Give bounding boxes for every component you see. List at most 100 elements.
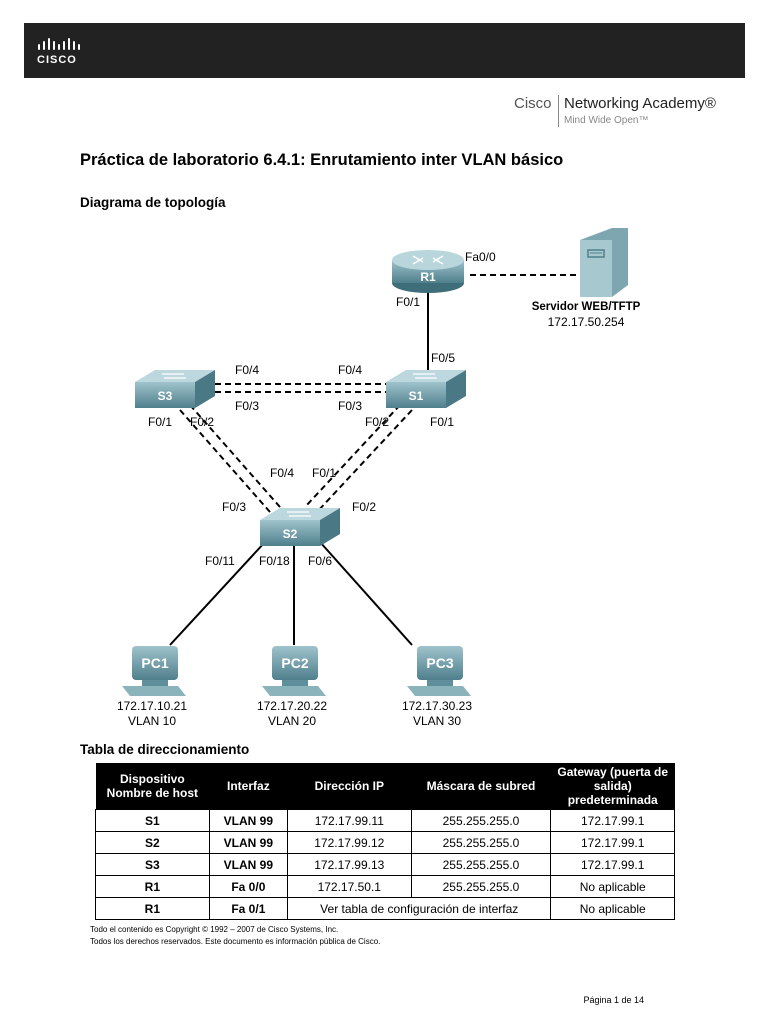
cisco-logo: CISCO	[37, 37, 97, 67]
table-row: S3 VLAN 99 172.17.99.13 255.255.255.0 17…	[95, 853, 675, 876]
column-header: Interfaz	[209, 763, 288, 810]
cisco-bridge-icon	[38, 38, 80, 50]
column-header: Dirección IP	[287, 763, 412, 810]
port-label: F0/6	[308, 554, 332, 568]
server-web-tftp: Servidor WEB/TFTP 172.17.50.254	[532, 228, 641, 329]
server-drive-icon	[587, 249, 605, 258]
pc-vlan: VLAN 20	[268, 714, 316, 728]
table-cell: VLAN 99	[208, 809, 289, 832]
addressing-heading: Tabla de direccionamiento	[80, 742, 250, 757]
table-cell: 255.255.255.0	[410, 853, 552, 876]
topology-diagram: R1 Servidor WEB/TFTP 172.17.50.254 S3 S1…	[117, 228, 641, 728]
rights-line: Todos los derechos reservados. Este docu…	[90, 937, 381, 946]
cables	[169, 274, 580, 646]
table-row: S2 VLAN 99 172.17.99.12 255.255.255.0 17…	[95, 831, 675, 854]
cable-s1-s2-b	[316, 409, 413, 513]
cable-s3-s2-b	[189, 404, 281, 508]
pc2: PC2 172.17.20.22 VLAN 20	[257, 646, 327, 728]
port-label: F0/1	[396, 295, 420, 309]
switch-s3: S3	[135, 370, 215, 408]
cable-s2-pc1	[169, 541, 266, 646]
cable-s3-s2-a	[179, 409, 271, 513]
server-label: Servidor WEB/TFTP	[532, 301, 641, 313]
table-cell: S3	[95, 853, 210, 876]
port-label: F0/2	[352, 500, 376, 514]
pc1: PC1 172.17.10.21 VLAN 10	[117, 646, 187, 728]
table-cell: 172.17.99.13	[287, 853, 412, 876]
port-label: F0/2	[365, 415, 389, 429]
academy-cisco-word: Cisco	[514, 95, 552, 112]
router-arrows-icon	[412, 255, 444, 265]
header-bar: CISCO	[24, 23, 745, 78]
table-row: S1 VLAN 99 172.17.99.11 255.255.255.0 17…	[95, 809, 675, 832]
academy-tagline: Mind Wide Open™	[564, 115, 649, 126]
pc-label: PC3	[426, 655, 453, 671]
table-cell: 172.17.99.1	[550, 853, 675, 876]
table-cell: 172.17.50.1	[287, 875, 412, 898]
port-label: F0/4	[338, 363, 362, 377]
pc-ip: 172.17.20.22	[257, 699, 327, 713]
cisco-wordmark: CISCO	[37, 54, 77, 66]
copyright-line: Todo el contenido es Copyright © 1992 – …	[90, 925, 339, 934]
port-labels: Fa0/0 F0/1 F0/5 F0/4 F0/4 F0/3 F0/3 F0/1…	[148, 250, 496, 568]
table-cell: S2	[95, 831, 210, 854]
port-label: F0/1	[148, 415, 172, 429]
port-label: F0/11	[205, 554, 235, 568]
pc-vlan: VLAN 30	[413, 714, 461, 728]
port-label: F0/3	[338, 399, 362, 413]
table-cell: 172.17.99.12	[287, 831, 412, 854]
cable-s1-s2-a	[304, 404, 401, 508]
table-row: R1 Fa 0/1 Ver tabla de configuración de …	[95, 897, 675, 920]
table-cell: Fa 0/1	[208, 897, 289, 920]
column-header: Máscara de subred	[411, 763, 551, 810]
pc-ip: 172.17.10.21	[117, 699, 187, 713]
academy-separator	[558, 95, 559, 127]
table-cell: No aplicable	[550, 897, 675, 920]
column-header: Dispositivo Nombre de host	[95, 763, 210, 810]
pc-ip: 172.17.30.23	[402, 699, 472, 713]
switch-s2: S2	[260, 508, 340, 546]
pc-vlan: VLAN 10	[128, 714, 176, 728]
table-cell: 172.17.99.1	[550, 809, 675, 832]
table-cell: 172.17.99.1	[550, 831, 675, 854]
pc-label: PC2	[281, 655, 308, 671]
table-cell: VLAN 99	[208, 853, 289, 876]
table-cell: VLAN 99	[208, 831, 289, 854]
table-cell: No aplicable	[550, 875, 675, 898]
table-cell-merged: Ver tabla de configuración de interfaz	[287, 897, 552, 920]
table-row: R1 Fa 0/0 172.17.50.1 255.255.255.0 No a…	[95, 875, 675, 898]
table-cell: 255.255.255.0	[410, 809, 552, 832]
port-label: F0/3	[222, 500, 246, 514]
port-label: F0/18	[259, 554, 290, 568]
table-cell: Fa 0/0	[208, 875, 289, 898]
addressing-table: Dispositivo Nombre de host Interfaz Dire…	[95, 763, 675, 920]
port-label: F0/2	[190, 415, 214, 429]
table-cell: 172.17.99.11	[287, 809, 412, 832]
table-header-row: Dispositivo Nombre de host Interfaz Dire…	[95, 763, 675, 810]
switch-label: S2	[283, 527, 298, 541]
port-label: F0/3	[235, 399, 259, 413]
switch-label: S3	[158, 389, 173, 403]
topology-heading: Diagrama de topología	[80, 195, 226, 210]
switch-label: S1	[409, 389, 424, 403]
router-r1: R1	[392, 250, 464, 293]
cable-s2-pc3	[319, 541, 413, 646]
page-title: Práctica de laboratorio 6.4.1: Enrutamie…	[80, 151, 564, 169]
port-label: F0/4	[270, 466, 294, 480]
port-label: F0/1	[312, 466, 336, 480]
column-header: Gateway (puerta de salida) predeterminad…	[550, 763, 675, 810]
port-label: F0/4	[235, 363, 259, 377]
table-cell: S1	[95, 809, 210, 832]
port-label: Fa0/0	[465, 250, 496, 264]
academy-name: Networking Academy®	[564, 95, 716, 112]
networking-academy-logo: Cisco Networking Academy® Mind Wide Open…	[514, 92, 744, 132]
pc3: PC3 172.17.30.23 VLAN 30	[402, 646, 472, 728]
pc-label: PC1	[141, 655, 168, 671]
page-number: Página 1 de 14	[583, 995, 644, 1005]
table-cell: 255.255.255.0	[410, 831, 552, 854]
table-cell: 255.255.255.0	[410, 875, 552, 898]
switch-s1: S1	[386, 370, 466, 408]
port-label: F0/1	[430, 415, 454, 429]
port-label: F0/5	[431, 351, 455, 365]
router-label: R1	[420, 270, 436, 284]
